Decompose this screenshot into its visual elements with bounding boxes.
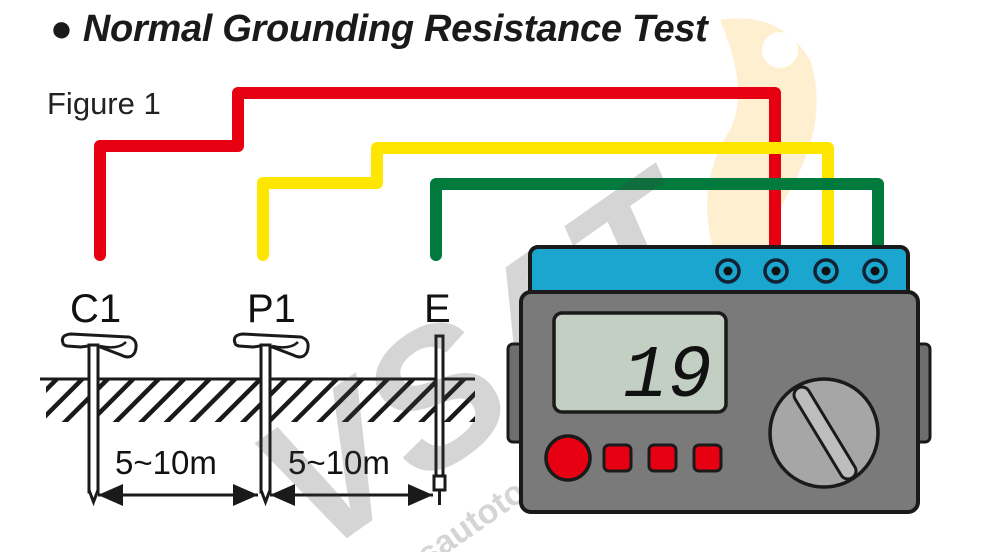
lcd-display-value: 19 xyxy=(623,335,712,419)
distance-arrow-2 xyxy=(270,484,433,506)
function-button-1[interactable] xyxy=(602,443,633,473)
wire-red-c1 xyxy=(94,87,781,261)
function-button-2[interactable] xyxy=(647,443,678,473)
label-c1: C1 xyxy=(70,287,121,331)
label-e: E xyxy=(424,287,451,331)
terminal-3-icon xyxy=(813,258,839,284)
distance-label-2: 5~10m xyxy=(288,444,390,481)
electrode-e-rod-icon xyxy=(432,334,447,505)
terminal-4-icon xyxy=(862,258,888,284)
distance-label-1: 5~10m xyxy=(115,444,217,481)
page-title: ● Normal Grounding Resistance Test xyxy=(50,8,708,50)
rotary-selector-knob[interactable] xyxy=(768,377,880,489)
electrode-c1-spike-icon xyxy=(60,332,138,507)
wire-green-e xyxy=(430,178,884,261)
wire-yellow-p1 xyxy=(257,142,834,261)
ground-surface xyxy=(36,377,475,424)
watermark-logo-icon xyxy=(707,18,817,290)
figure-label: Figure 1 xyxy=(47,86,161,121)
electrode-p1-spike-icon xyxy=(232,332,310,507)
power-button[interactable] xyxy=(544,434,592,482)
label-p1: P1 xyxy=(247,287,296,331)
terminal-1-icon xyxy=(715,258,741,284)
terminal-2-icon xyxy=(763,258,789,284)
distance-arrow-1 xyxy=(98,484,258,506)
function-button-3[interactable] xyxy=(692,443,723,473)
